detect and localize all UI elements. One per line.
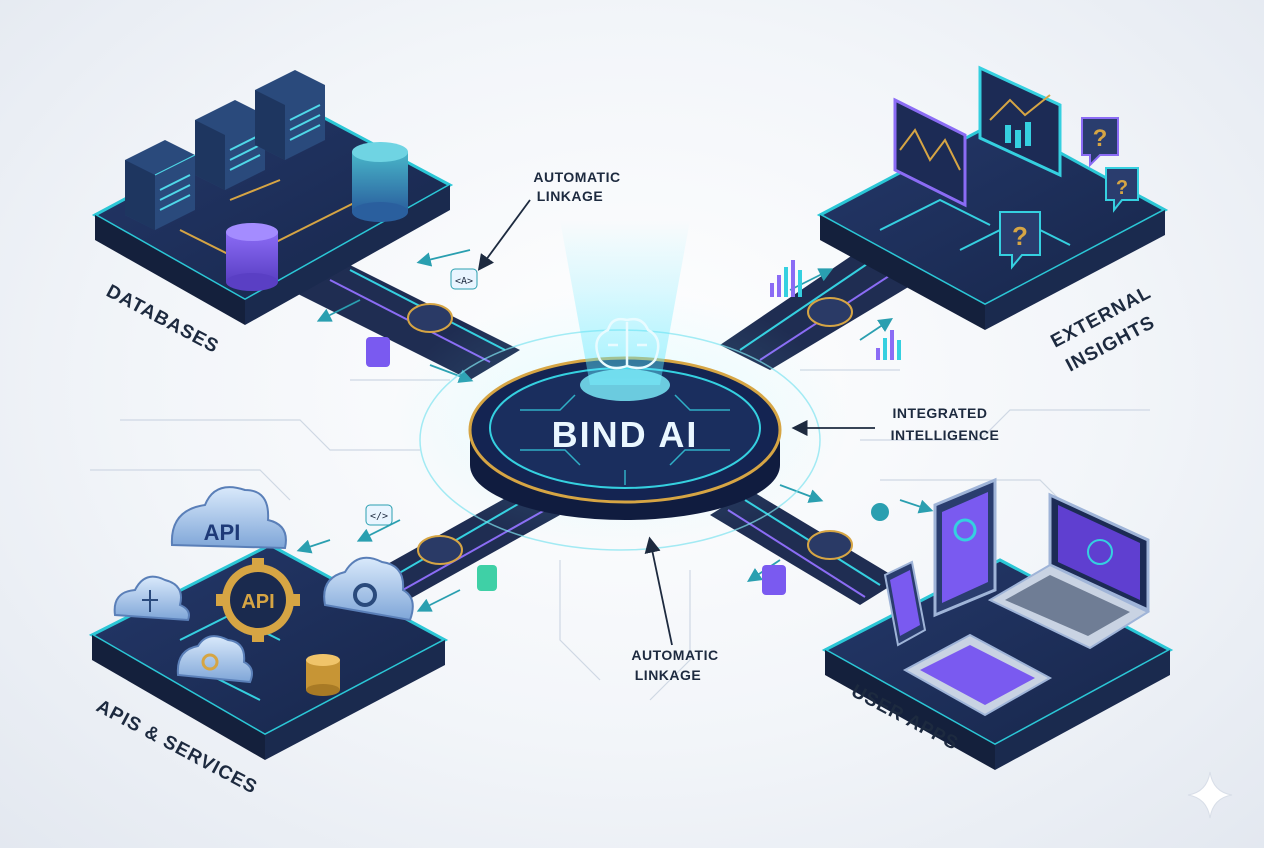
platform-user-apps	[821, 477, 1174, 770]
link-chain-icon	[407, 303, 453, 333]
gear-icon	[353, 583, 377, 607]
question-mark: ?	[1116, 177, 1128, 199]
server-rack-icon	[195, 100, 265, 190]
code-chip-api	[365, 504, 393, 526]
database-cylinder-icon	[306, 654, 340, 696]
chart-screen-icon	[978, 65, 1062, 178]
brain-icon	[595, 317, 660, 370]
database-cylinder-icon	[352, 142, 408, 222]
note-chip	[762, 565, 786, 595]
question-bubble-icon: ?	[1081, 117, 1119, 168]
background-circuit-lines	[90, 369, 1150, 701]
pin-icon	[871, 503, 889, 521]
device-link-icon	[807, 530, 853, 560]
bar-glyph-1	[770, 260, 802, 297]
api-cloud-icon: API	[170, 486, 287, 550]
callout-right: INTEGRATED INTELLIGENCE	[791, 405, 1000, 443]
cloud-link-icon	[417, 535, 463, 565]
callout-bottom-line1: AUTOMATIC	[631, 647, 718, 663]
question-mark: ?	[1093, 125, 1108, 152]
callout-top-line1: AUTOMATIC	[533, 169, 620, 185]
callout-right-line2: INTELLIGENCE	[891, 427, 1000, 443]
search-link-icon	[807, 297, 853, 327]
server-rack-icon	[255, 70, 325, 160]
question-bubble-icon: ?	[999, 211, 1041, 270]
hub-title: BIND AI	[552, 414, 699, 455]
question-mark: ?	[1012, 221, 1028, 251]
database-cylinder-icon	[226, 223, 278, 291]
chart-screen-icon	[893, 97, 967, 208]
tablet-icon	[933, 477, 997, 618]
api-gear-icon: API	[216, 558, 300, 642]
platform-external-insights: ? ? ?	[816, 65, 1169, 330]
code-chip-api-label: </>	[370, 511, 388, 522]
callout-right-line1: INTEGRATED	[893, 405, 988, 421]
doc-chip	[477, 565, 497, 591]
callout-bottom-line2: LINKAGE	[635, 667, 702, 683]
platform-databases	[91, 70, 454, 325]
bar-glyph-2	[876, 330, 901, 360]
cloud-icon	[113, 575, 190, 622]
platform-apis-services: API API	[88, 486, 449, 760]
tablet-flat-icon	[902, 633, 1053, 717]
cloud-icon	[176, 635, 253, 684]
gear-icon	[201, 653, 219, 671]
api-cloud-label: API	[204, 520, 241, 545]
code-chip-left	[366, 337, 390, 367]
laptop-icon	[987, 492, 1151, 650]
server-rack-icon	[125, 140, 196, 230]
code-chip-top-label: <A>	[455, 276, 473, 287]
callout-top: AUTOMATIC LINKAGE	[477, 169, 620, 271]
floating-chips: <A> </>	[365, 268, 889, 595]
cloud-icon	[323, 556, 414, 622]
callout-bottom: AUTOMATIC LINKAGE	[631, 536, 718, 683]
api-gear-label: API	[241, 591, 274, 613]
hub-circuits	[520, 394, 730, 485]
code-chip-top	[450, 268, 478, 290]
smartphone-icon	[883, 560, 927, 647]
sparkle-icon	[1187, 771, 1233, 819]
bind-ai-hub: BIND AI	[390, 220, 850, 551]
callout-top-line2: LINKAGE	[537, 188, 604, 204]
question-bubble-icon: ?	[1105, 167, 1139, 213]
